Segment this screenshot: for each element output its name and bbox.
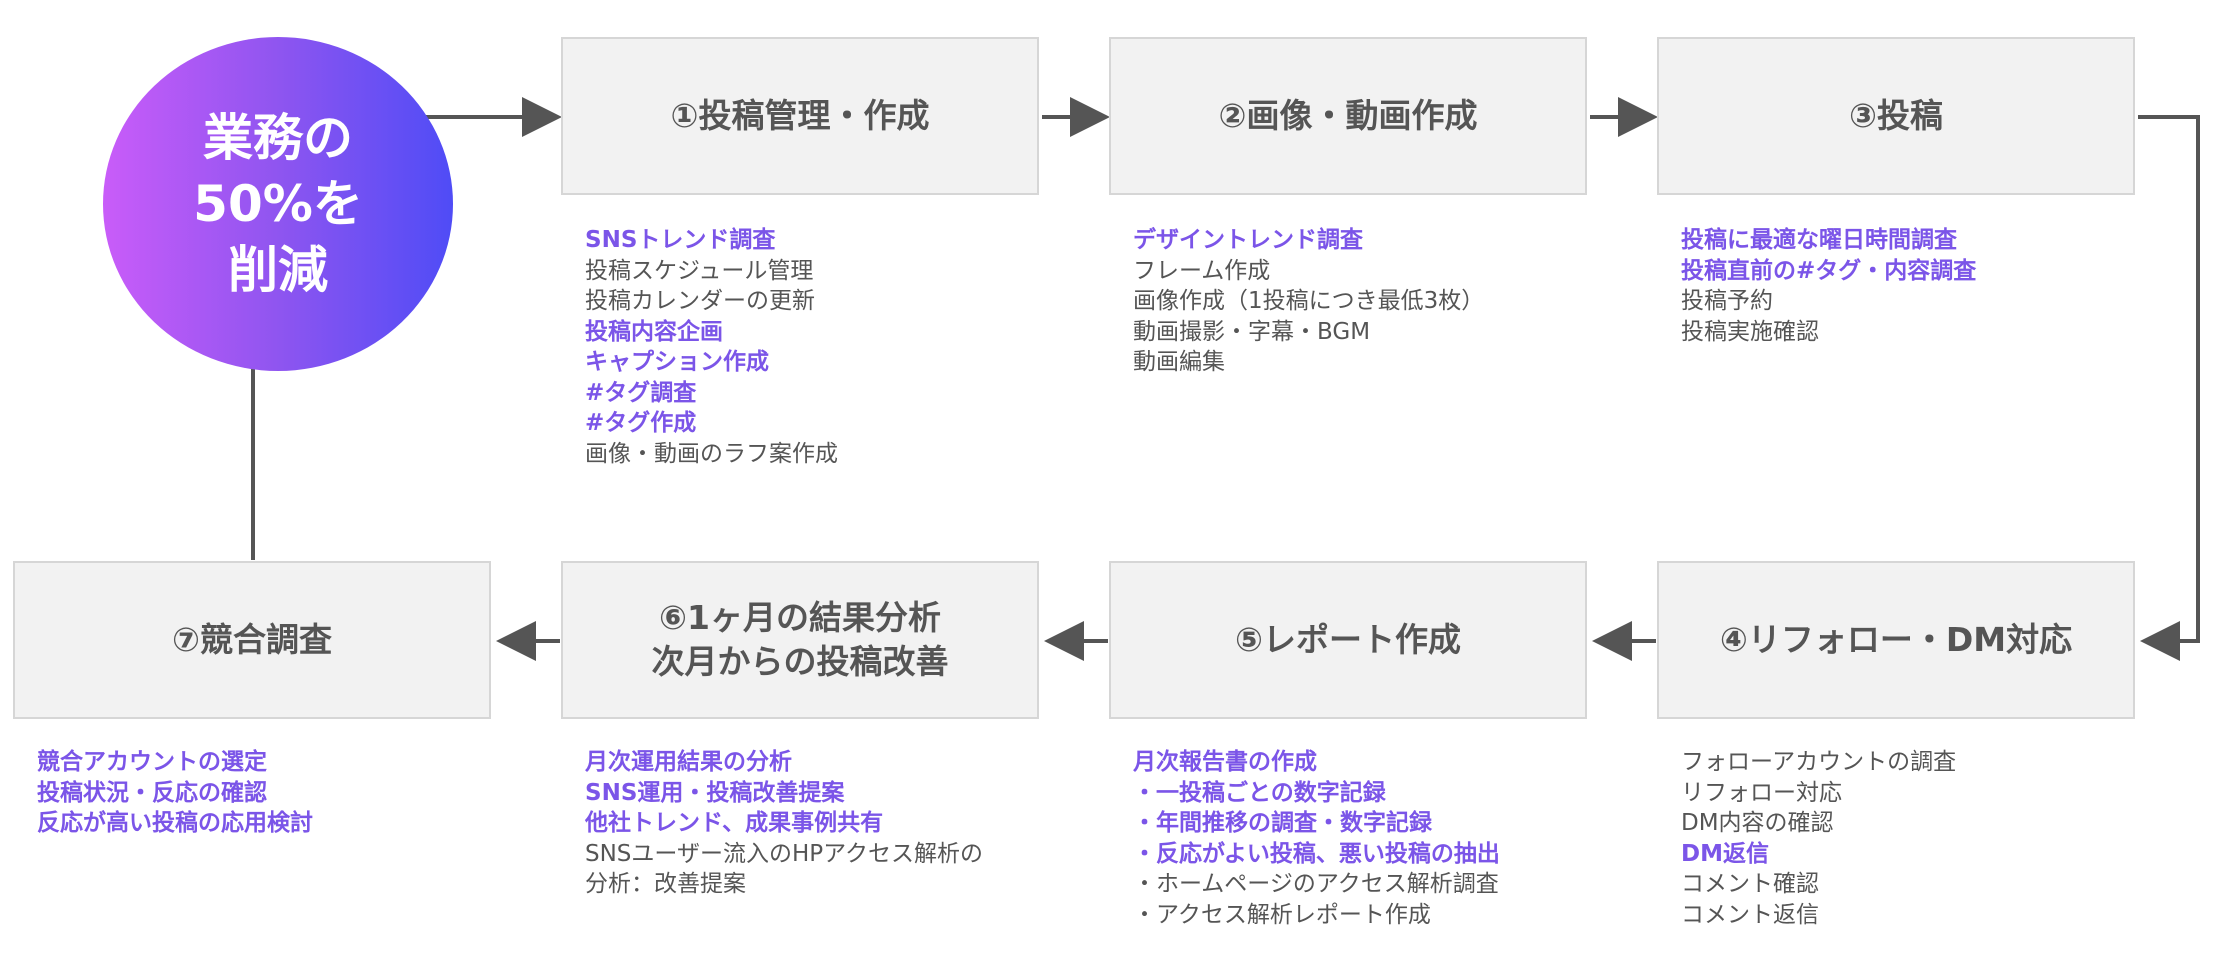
step-1-tasks: SNSトレンド調査投稿スケジュール管理投稿カレンダーの更新投稿内容企画キャプショ…: [585, 225, 838, 469]
step-3-box: ③投稿: [1657, 37, 2135, 195]
task-item: フレーム作成: [1133, 257, 1271, 284]
task-item: #タグ作成: [585, 410, 697, 436]
task-item: 分析：改善提案: [585, 871, 746, 897]
task-item: SNS運用・投稿改善提案: [585, 779, 845, 806]
task-item: 投稿予約: [1681, 288, 1773, 314]
task-item: SNSユーザー流入のHPアクセス解析の: [585, 840, 983, 867]
step-4-tasks: フォローアカウントの調査リフォロー対応 DM内容の確認 DM返信コメント確認コメント…: [1681, 747, 1956, 930]
task-item: コメント確認: [1681, 871, 1819, 897]
step-2-tasks: デザイントレンド調査フレーム作成画像作成（1投稿につき最低3枚） 動画撮影・字幕・…: [1133, 225, 1484, 378]
task-item: 競合アカウントの選定: [37, 749, 267, 775]
step-7-box: ⑦競合調査: [13, 561, 491, 719]
step-1-box: ①投稿管理・作成: [561, 37, 1039, 195]
goal-line-1: 業務の: [203, 109, 353, 167]
step-6-title-line-1: ⑥1ヶ月の結果分析: [659, 598, 941, 637]
task-item: 投稿スケジュール管理: [585, 257, 814, 284]
task-item: ・一投稿ごとの数字記録: [1133, 779, 1386, 806]
task-item: 反応が高い投稿の応用検討: [37, 810, 313, 836]
task-item: DM内容の確認: [1681, 810, 1834, 836]
step-3-title: ③投稿: [1849, 96, 1943, 135]
task-item: 投稿実施確認: [1681, 318, 1819, 345]
task-item: 投稿状況・反応の確認: [37, 779, 267, 806]
task-item: 画像・動画のラフ案作成: [585, 440, 838, 467]
goal-circle: 業務の 50%を 削減: [103, 37, 453, 371]
step-2-title: ②画像・動画作成: [1218, 96, 1478, 135]
task-item: 他社トレンド、成果事例共有: [585, 810, 884, 836]
task-item: ・アクセス解析レポート作成: [1133, 901, 1431, 928]
step-2-box: ②画像・動画作成: [1109, 37, 1587, 195]
task-item: フォローアカウントの調査: [1681, 749, 1957, 775]
task-item: デザイントレンド調査: [1133, 227, 1363, 253]
step-5-title: ⑤レポート作成: [1235, 620, 1461, 659]
task-item: 投稿に最適な曜日時間調査: [1681, 227, 1957, 253]
task-item: ・年間推移の調査・数字記録: [1133, 810, 1432, 836]
task-item: #タグ調査: [585, 379, 697, 406]
task-item: 月次報告書の作成: [1133, 749, 1317, 775]
task-item: 月次運用結果の分析: [585, 749, 792, 775]
goal-line-3: 削減: [228, 241, 328, 299]
task-item: リフォロー対応: [1681, 779, 1842, 806]
goal-text: 業務の 50%を 削減: [193, 105, 363, 303]
task-item: ・ホームページのアクセス解析調査: [1133, 871, 1499, 897]
step-4-box: ④リフォロー・DM対応: [1657, 561, 2135, 719]
goal-line-2: 50%を: [193, 175, 363, 233]
step-6-title-line-2: 次月からの投稿改善: [651, 642, 949, 681]
task-item: 投稿カレンダーの更新: [585, 288, 815, 314]
step-3-tasks: 投稿に最適な曜日時間調査投稿直前の#タグ・内容調査投稿予約投稿実施確認: [1681, 225, 1976, 347]
task-item: 投稿内容企画: [585, 318, 723, 345]
task-item: キャプション作成: [585, 349, 769, 375]
step-6-tasks: 月次運用結果の分析 SNS運用・投稿改善提案他社トレンド、成果事例共有 SNSユーザ…: [585, 747, 983, 900]
task-item: DM返信: [1681, 840, 1769, 867]
step-5-box: ⑤レポート作成: [1109, 561, 1587, 719]
task-item: 投稿直前の#タグ・内容調査: [1681, 257, 1977, 284]
step-6-box: ⑥1ヶ月の結果分析 次月からの投稿改善: [561, 561, 1039, 719]
step-7-title: ⑦競合調査: [172, 620, 332, 659]
arrow-step3-to-step4: [2138, 115, 2200, 661]
step-1-title: ①投稿管理・作成: [670, 96, 930, 135]
task-item: ・反応がよい投稿、悪い投稿の抽出: [1133, 840, 1500, 867]
task-item: 動画撮影・字幕・BGM: [1133, 318, 1371, 345]
step-4-title: ④リフォロー・DM対応: [1719, 620, 2073, 659]
task-item: SNSトレンド調査: [585, 227, 776, 253]
step-7-tasks: 競合アカウントの選定投稿状況・反応の確認反応が高い投稿の応用検討: [37, 747, 313, 839]
task-item: 動画編集: [1133, 349, 1225, 375]
step-5-tasks: 月次報告書の作成・一投稿ごとの数字記録・年間推移の調査・数字記録・反応がよい投稿…: [1133, 747, 1500, 930]
task-item: 画像作成（1投稿につき最低3枚）: [1133, 288, 1485, 314]
task-item: コメント返信: [1681, 901, 1819, 928]
